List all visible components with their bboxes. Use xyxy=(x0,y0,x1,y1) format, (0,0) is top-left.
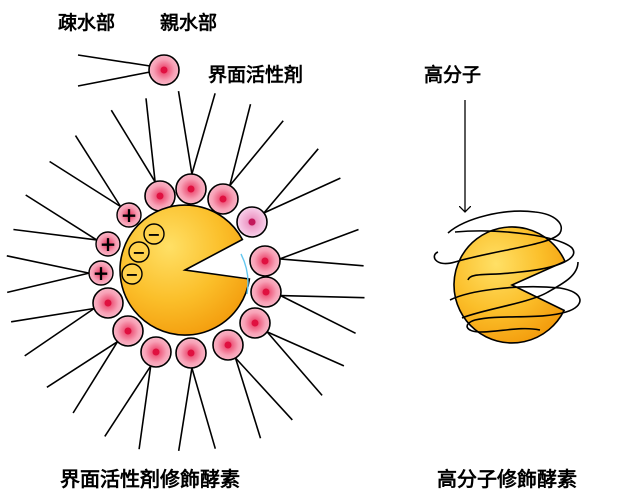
positive-charge-marker: + xyxy=(117,203,141,227)
surfactant-tail xyxy=(179,91,192,174)
surfactant-tail xyxy=(25,309,94,356)
surfactant-tail xyxy=(264,178,340,213)
polymer-modified-enzyme-caption: 高分子修飾酵素 xyxy=(437,463,577,492)
surfactant-tail xyxy=(139,366,151,449)
enzyme-body xyxy=(454,227,565,343)
negative-charge-marker: − xyxy=(122,264,142,284)
negative-charge-text: − xyxy=(147,225,160,244)
positive-charge-text: + xyxy=(93,261,110,285)
surfactant-tail xyxy=(179,368,192,451)
surfactant-tail xyxy=(267,332,322,396)
positive-charge-text: + xyxy=(100,232,117,256)
legend-head-core xyxy=(161,67,168,74)
surfactant-tail xyxy=(105,366,151,436)
hydrophobic-label: 疎水部 xyxy=(58,8,115,35)
negative-charge-text: − xyxy=(125,265,138,284)
surfactant-modified-enzyme-caption: 界面活性剤修飾酵素 xyxy=(60,463,240,492)
surfactant-head-core xyxy=(153,349,160,356)
legend-tail-upper xyxy=(78,55,150,66)
surfactant-head-core xyxy=(249,219,256,226)
surfactant-tail xyxy=(236,358,293,420)
surfactant-molecule-icon xyxy=(78,55,179,86)
surfactant-head-core xyxy=(220,196,227,203)
surfactant-tail xyxy=(192,368,215,449)
surfactant-head-core xyxy=(262,258,269,265)
negative-charge-marker: − xyxy=(129,242,149,262)
hydrophilic-label: 親水部 xyxy=(160,8,217,35)
surfactant-tail xyxy=(264,149,318,213)
surfactant-head-core xyxy=(125,328,132,335)
positive-charge-text: + xyxy=(121,203,138,227)
surfactant-tail xyxy=(236,358,261,438)
surfactant-tail xyxy=(7,256,89,273)
surfactant-tail xyxy=(73,342,117,413)
surfactant-head-core xyxy=(157,193,164,200)
positive-charge-marker: + xyxy=(96,232,120,256)
polymer-label: 高分子 xyxy=(424,60,481,87)
enzyme-pacman-icon xyxy=(454,227,565,343)
surfactant-tail xyxy=(280,230,359,259)
surfactant-head-core xyxy=(225,342,232,349)
surfactant-head-core xyxy=(188,186,195,193)
surfactant-head-core xyxy=(252,320,259,327)
positive-charge-marker: + xyxy=(89,261,113,285)
surfactant-tail xyxy=(281,296,356,334)
surfactant-tail xyxy=(47,342,118,388)
surfactant-tail xyxy=(281,296,365,298)
surfactant-tail xyxy=(7,273,89,292)
surfactant-tail xyxy=(50,162,121,207)
surfactant-head-core xyxy=(105,300,112,307)
surfactant-tail xyxy=(280,259,364,266)
surfactant-head-core xyxy=(188,350,195,357)
legend-tail-lower xyxy=(78,72,150,86)
surfactant-tail xyxy=(76,136,121,207)
surfactant-tail xyxy=(267,332,344,366)
surfactant-label: 界面活性剤 xyxy=(208,60,303,87)
surfactant-tail xyxy=(192,93,215,174)
negative-charge-marker: − xyxy=(144,224,164,244)
surfactant-head-core xyxy=(263,289,270,296)
surfactant-tail xyxy=(11,309,94,322)
negative-charge-text: − xyxy=(132,243,145,262)
